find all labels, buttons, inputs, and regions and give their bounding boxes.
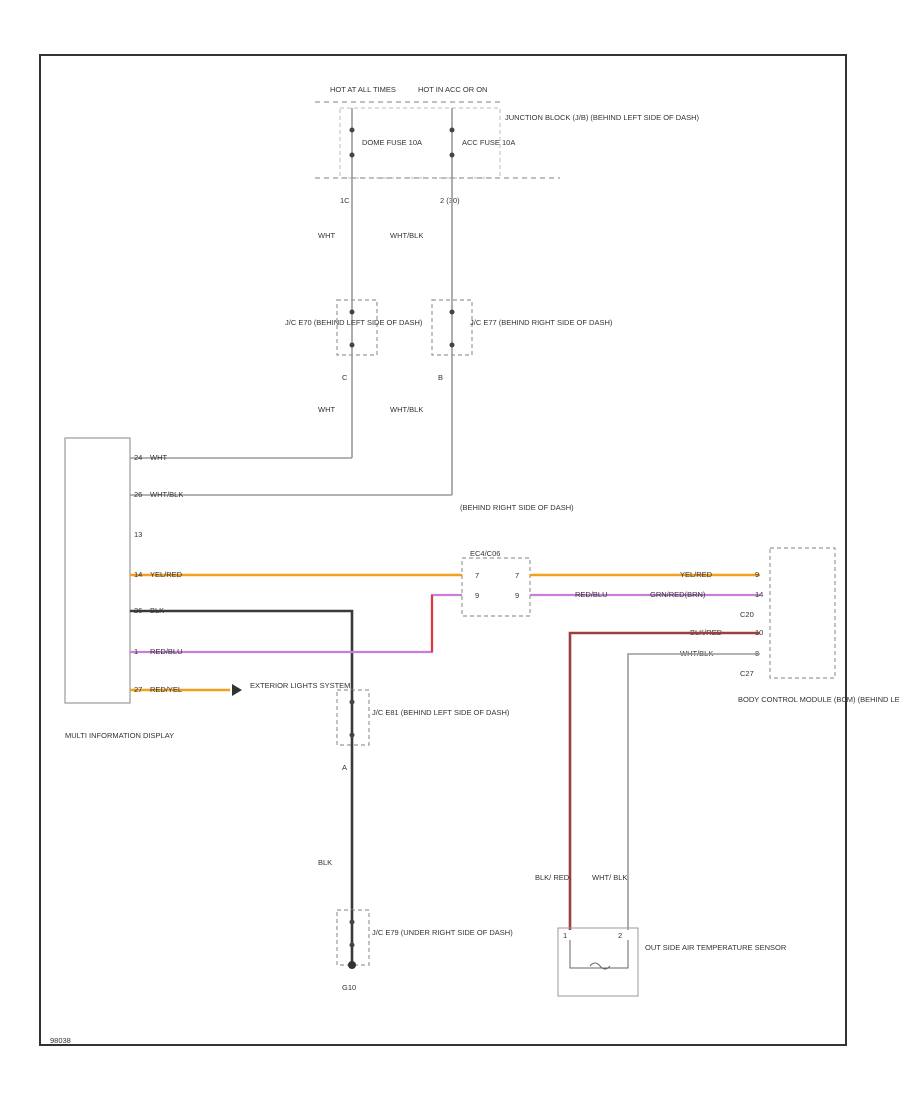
jb-left-pin: 1C [340, 196, 350, 205]
wire-mid-left-label: WHT [318, 405, 335, 414]
bcm-pin-2-num: 14 [755, 590, 763, 599]
bcm-pin-6-num: C27 [740, 669, 754, 678]
dome-fuse: DOME FUSE 10A [349, 108, 422, 178]
mid-pin-1-num: 24 [134, 453, 142, 462]
wire-mid-right-label: WHT/BLK [390, 405, 423, 414]
wire-redblu-right-label: RED/BLU [575, 590, 608, 599]
inline-connector [461, 557, 531, 617]
mid-pin-7-num: 27 [134, 685, 142, 694]
junction-block-outline [339, 107, 501, 179]
wire-top-right-label: WHT/BLK [390, 231, 423, 240]
hot-in-acc-label: HOT IN ACC OR ON [418, 85, 487, 94]
mid-pin-2-label: WHT/BLK [150, 490, 183, 499]
mid-pin-4-num: 14 [134, 570, 142, 579]
sensor-wire-right-label: WHT/ BLK [592, 873, 627, 882]
mid-label: MULTI INFORMATION DISPLAY [65, 731, 174, 740]
behind-right-label: (BEHIND RIGHT SIDE OF DASH) [460, 503, 574, 512]
connector-pin-3: 7 [515, 571, 519, 580]
exterior-lights-label: EXTERIOR LIGHTS SYSTEM [250, 681, 350, 690]
dome-fuse-label: DOME FUSE 10A [362, 138, 422, 147]
mid-pin-6-label: RED/BLU [150, 647, 183, 656]
mid-wire-redblu-a [130, 593, 470, 654]
outside-air-temp-sensor [557, 927, 639, 997]
hot-at-all-times-label: HOT AT ALL TIMES [330, 85, 396, 94]
sensor-pin-right: 2 [618, 931, 622, 940]
wire-top-left-label: WHT [318, 231, 335, 240]
sensor-element [569, 940, 629, 969]
acc-fuse: ACC FUSE 10A [449, 108, 515, 178]
jb-right-pin: 2 (30) [440, 196, 460, 205]
junction-block-label: JUNCTION BLOCK (J/B) (BEHIND LEFT SIDE O… [505, 113, 700, 122]
sensor-label: OUT SIDE AIR TEMPERATURE SENSOR [645, 943, 787, 952]
thermistor-icon [589, 962, 611, 970]
mid-pin-1-label: WHT [150, 453, 167, 462]
connector-pin-1: 7 [475, 571, 479, 580]
jc-e70: J/C E70 (BEHIND LEFT SIDE OF DASH) C [285, 299, 423, 382]
mid-pin-5-label: BLK [150, 606, 164, 615]
bcm-pin-labels: 9 14 C20 10 BLK/RED 8 WHT/BLK C27 [680, 570, 763, 678]
sensor-wire-blkred [568, 631, 760, 930]
mid-pin-labels: 24 WHT 26 WHT/BLK 13 14 YEL/RED 26 BLK 1… [134, 453, 183, 694]
wire-grnred-right-label: GRN/RED(BRN) [650, 590, 706, 599]
mid-pin-5-num: 26 [134, 606, 142, 615]
jc-e70-label: J/C E70 (BEHIND LEFT SIDE OF DASH) [285, 318, 423, 327]
jc-e81: J/C E81 (BEHIND LEFT SIDE OF DASH) A [336, 689, 510, 772]
jc-e81-pin-bot: A [342, 763, 347, 772]
mid-pin-7-label: RED/YEL [150, 685, 182, 694]
jc-e79-label: J/C E79 (UNDER RIGHT SIDE OF DASH) [372, 928, 513, 937]
jc-e77: J/C E77 (BEHIND RIGHT SIDE OF DASH) B [431, 299, 613, 382]
ground-label: G10 [342, 983, 356, 992]
multi-information-display [64, 437, 131, 704]
connector-id-label: EC4/C06 [470, 549, 500, 558]
ground-point-icon [348, 961, 356, 969]
sensor-pin-left: 1 [563, 931, 567, 940]
jc-e77-label: J/C E77 (BEHIND RIGHT SIDE OF DASH) [470, 318, 613, 327]
jc-e79: J/C E79 (UNDER RIGHT SIDE OF DASH) G10 [336, 909, 513, 992]
bcm-pin-3-num: C20 [740, 610, 754, 619]
mid-pin-6-num: 1 [134, 647, 138, 656]
wire-blk-label: BLK [318, 858, 332, 867]
connector-pin-4: 9 [515, 591, 519, 600]
jc-e77-pin-bot: B [438, 373, 443, 382]
mid-pin-3-num: 13 [134, 530, 142, 539]
body-control-module [769, 547, 836, 679]
sensor-wire-left-label: BLK/ RED [535, 873, 570, 882]
mid-wire-blk [130, 609, 354, 690]
mid-pin-2-num: 26 [134, 490, 142, 499]
exterior-lights-arrow-icon [232, 684, 242, 696]
bcm-pin-1-num: 9 [755, 570, 759, 579]
diagram-id: 98038 [50, 1036, 71, 1045]
acc-fuse-label: ACC FUSE 10A [462, 138, 515, 147]
mid-pin-4-label: YEL/RED [150, 570, 183, 579]
wire-yelred-right-label: YEL/RED [680, 570, 713, 579]
connector-pin-2: 9 [475, 591, 479, 600]
diagram-frame [39, 54, 847, 1046]
sensor-wire-whtblk [627, 653, 760, 930]
jc-e70-pin-bot: C [342, 373, 348, 382]
jc-e81-label: J/C E81 (BEHIND LEFT SIDE OF DASH) [372, 708, 510, 717]
bcm-label: BODY CONTROL MODULE (BCM) (BEHIND LEFT S… [738, 695, 900, 704]
